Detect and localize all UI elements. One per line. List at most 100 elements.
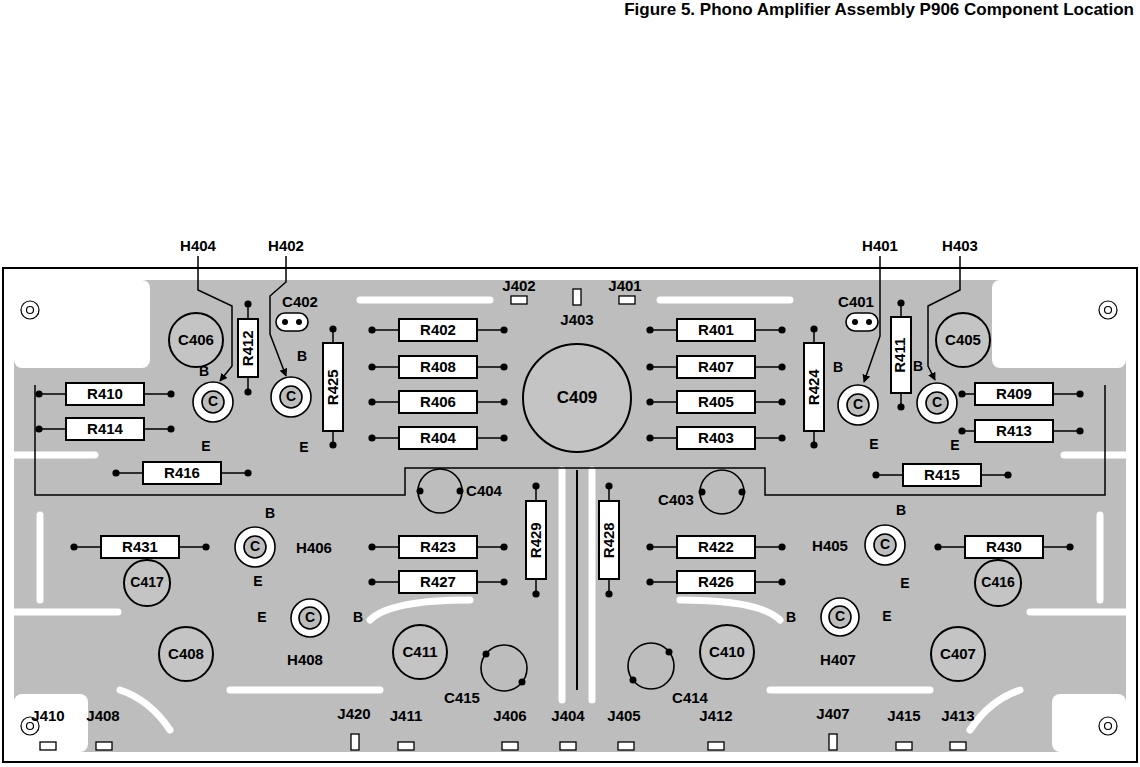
capacitor-outline: [481, 645, 527, 691]
resistor-box: R410: [65, 382, 145, 406]
capacitor-label: C403: [656, 491, 696, 510]
connector-pad: [896, 742, 912, 750]
transistor-callout: H402: [268, 238, 304, 255]
part-label: C410: [709, 644, 745, 661]
resistor-box: R428: [598, 500, 621, 580]
capacitor-circle: C416: [974, 559, 1021, 606]
part-label: C416: [981, 575, 1014, 590]
capacitor-circle: C417: [123, 559, 170, 606]
connector-label: J411: [390, 708, 423, 725]
resistor-box: R401: [676, 318, 756, 342]
part-label: C417: [130, 575, 163, 590]
copper-gap: [120, 690, 1020, 730]
capacitor-circle: C410: [699, 624, 755, 680]
part-label: C407: [940, 646, 976, 663]
transistor-outline: [821, 598, 859, 636]
solder-pad: [417, 488, 424, 495]
part-label: C: [932, 395, 942, 410]
connector-pad: [618, 742, 634, 750]
resistor-box: R424: [803, 342, 826, 432]
resistor-box: R411: [890, 316, 913, 394]
connector-pad: [619, 296, 635, 304]
transistor-outline: [874, 534, 896, 556]
transistor-case: C: [202, 391, 224, 413]
part-label: C406: [178, 332, 214, 349]
transistor-outline: [299, 607, 321, 629]
pin-label: E: [882, 609, 891, 624]
connector-label: J420: [337, 706, 370, 723]
transistor-callout: H404: [180, 238, 216, 255]
pin-label: E: [253, 574, 262, 589]
solder-pad: [866, 319, 872, 325]
capacitor-outlines: [276, 313, 878, 691]
connector-pad: [573, 289, 581, 305]
part-label: R401: [698, 322, 734, 339]
pin-label: B: [833, 360, 843, 375]
part-label: C: [853, 397, 863, 412]
connector-pad: [708, 742, 724, 750]
capacitor-circle: C405: [935, 312, 991, 368]
resistor-box: R405: [676, 390, 756, 414]
mounting-hole: [21, 301, 39, 319]
copper-area: [14, 280, 1126, 752]
solder-pad: [852, 319, 858, 325]
part-label: C403: [658, 492, 694, 509]
part-label: R411: [893, 337, 910, 372]
capacitor-outline: [628, 643, 674, 689]
part-label: C405: [945, 332, 981, 349]
part-label: C414: [672, 690, 708, 707]
copper-gap: [230, 687, 930, 694]
part-label: R405: [698, 394, 734, 411]
transistor-outline: [244, 536, 266, 558]
resistor-box: R414: [65, 417, 145, 441]
transistor-case: C: [299, 607, 321, 629]
part-label: R425: [325, 369, 342, 405]
transistor-outline: [193, 382, 233, 422]
copper-gap: [14, 694, 88, 752]
copper-gap: [14, 280, 150, 368]
transistor-outline: [829, 606, 851, 628]
part-label: R406: [420, 394, 456, 411]
pin-label: E: [900, 576, 909, 591]
connector-label: J406: [493, 708, 526, 725]
leader-line: [864, 256, 880, 382]
part-label: C409: [557, 389, 598, 408]
resistor-box: R408: [398, 355, 478, 379]
mounting-hole: [27, 307, 34, 314]
connector-pad: [96, 742, 112, 750]
part-label: R403: [698, 430, 734, 447]
capacitor-label: C401: [836, 293, 876, 312]
transistor-outline: [917, 383, 957, 423]
part-label: R402: [420, 322, 456, 339]
pin-label: E: [257, 610, 266, 625]
capacitor-outline: [418, 469, 462, 513]
solder-pad: [739, 489, 746, 496]
copper-gap: [14, 609, 1126, 616]
part-label: C402: [282, 294, 318, 311]
part-label: R409: [996, 386, 1032, 403]
solder-pad: [282, 319, 288, 325]
resistor-box: R412: [237, 318, 260, 378]
copper-gap: [40, 515, 1100, 600]
part-label: R423: [420, 539, 456, 556]
part-label: C: [286, 389, 296, 404]
connector-label: J404: [551, 708, 584, 725]
capacitor-circle: C408: [158, 626, 214, 682]
capacitor-label: C414: [670, 689, 710, 708]
resistor-box: R402: [398, 318, 478, 342]
connector-label: J412: [699, 708, 732, 725]
part-label: R427: [420, 574, 456, 591]
resistor-box: R406: [398, 390, 478, 414]
connector-label: J410: [31, 708, 64, 725]
copper-gap: [992, 280, 1126, 368]
part-label: R404: [420, 430, 456, 447]
transistor-outline: [202, 391, 224, 413]
pin-label: B: [199, 364, 209, 379]
connector-pad: [511, 296, 527, 304]
resistor-box: R404: [398, 426, 478, 450]
resistor-box: R430: [964, 535, 1044, 559]
part-label: R428: [601, 522, 618, 558]
connector-label: J413: [941, 708, 974, 725]
resistor-box: R426: [676, 570, 756, 594]
